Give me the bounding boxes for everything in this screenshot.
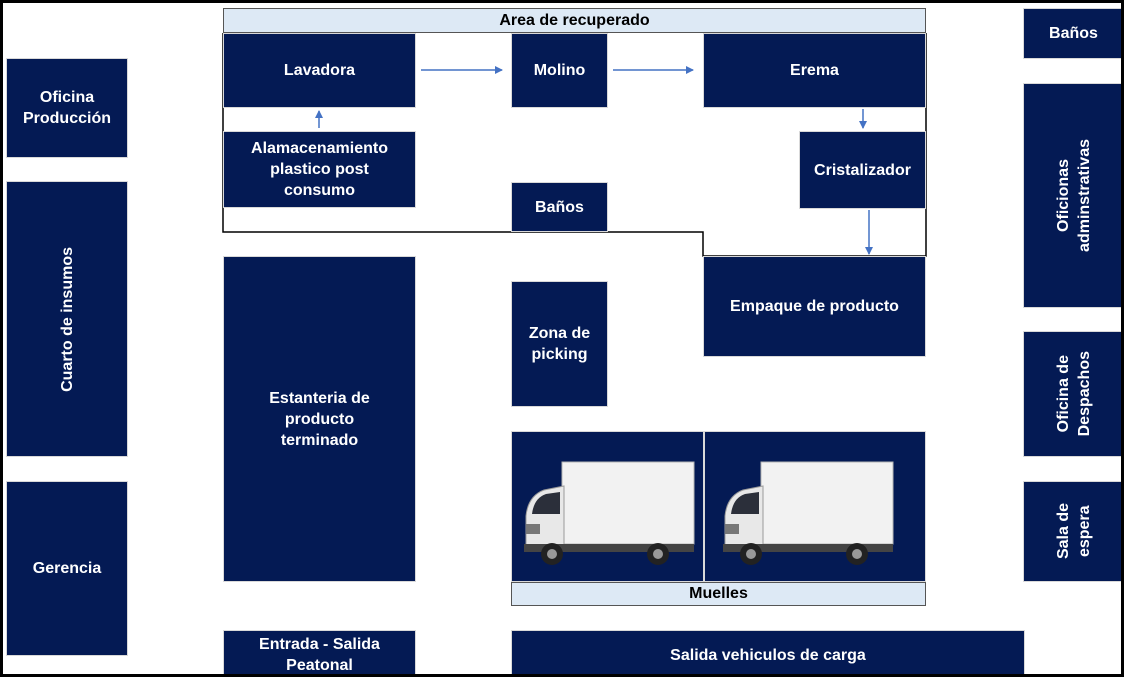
oficina-produccion-box: Oficina Producción	[6, 58, 128, 158]
sala-espera-label: Sala de espera	[1054, 503, 1093, 560]
area-recuperado-header: Area de recuperado	[223, 8, 926, 33]
truck-icon	[524, 461, 695, 565]
lavadora-box: Lavadora	[223, 33, 416, 108]
oficinas-admin-label: Oficionas adminstrativas	[1054, 139, 1093, 252]
salida-vehiculos-box: Salida vehiculos de carga	[511, 630, 1025, 674]
zona-picking-box: Zona de picking	[511, 281, 608, 407]
muelle-bay-2	[704, 431, 926, 582]
gerencia-box: Gerencia	[6, 481, 128, 656]
cuarto-insumos-box: Cuarto de insumos	[6, 181, 128, 457]
erema-box: Erema	[703, 33, 926, 108]
estanteria-box: Estanteria de producto terminado	[223, 256, 416, 582]
banos-center-box: Baños	[511, 182, 608, 232]
entrada-salida-box: Entrada - Salida Peatonal	[223, 630, 416, 674]
muelle-bay-1	[511, 431, 704, 582]
alamacenamiento-box: Alamacenamiento plastico post consumo	[223, 131, 416, 208]
molino-box: Molino	[511, 33, 608, 108]
oficinas-admin-box: Oficionas adminstrativas	[1023, 83, 1121, 308]
empaque-box: Empaque de producto	[703, 256, 926, 357]
cristalizador-box: Cristalizador	[799, 131, 926, 209]
cuarto-insumos-label: Cuarto de insumos	[58, 246, 76, 392]
banos-right-box: Baños	[1023, 8, 1121, 59]
truck-icon	[723, 461, 894, 565]
oficina-despachos-label: Oficina de Despachos	[1054, 351, 1093, 437]
muelles-label: Muelles	[511, 582, 926, 606]
oficina-despachos-box: Oficina de Despachos	[1023, 331, 1121, 457]
sala-espera-box: Sala de espera	[1023, 481, 1121, 582]
